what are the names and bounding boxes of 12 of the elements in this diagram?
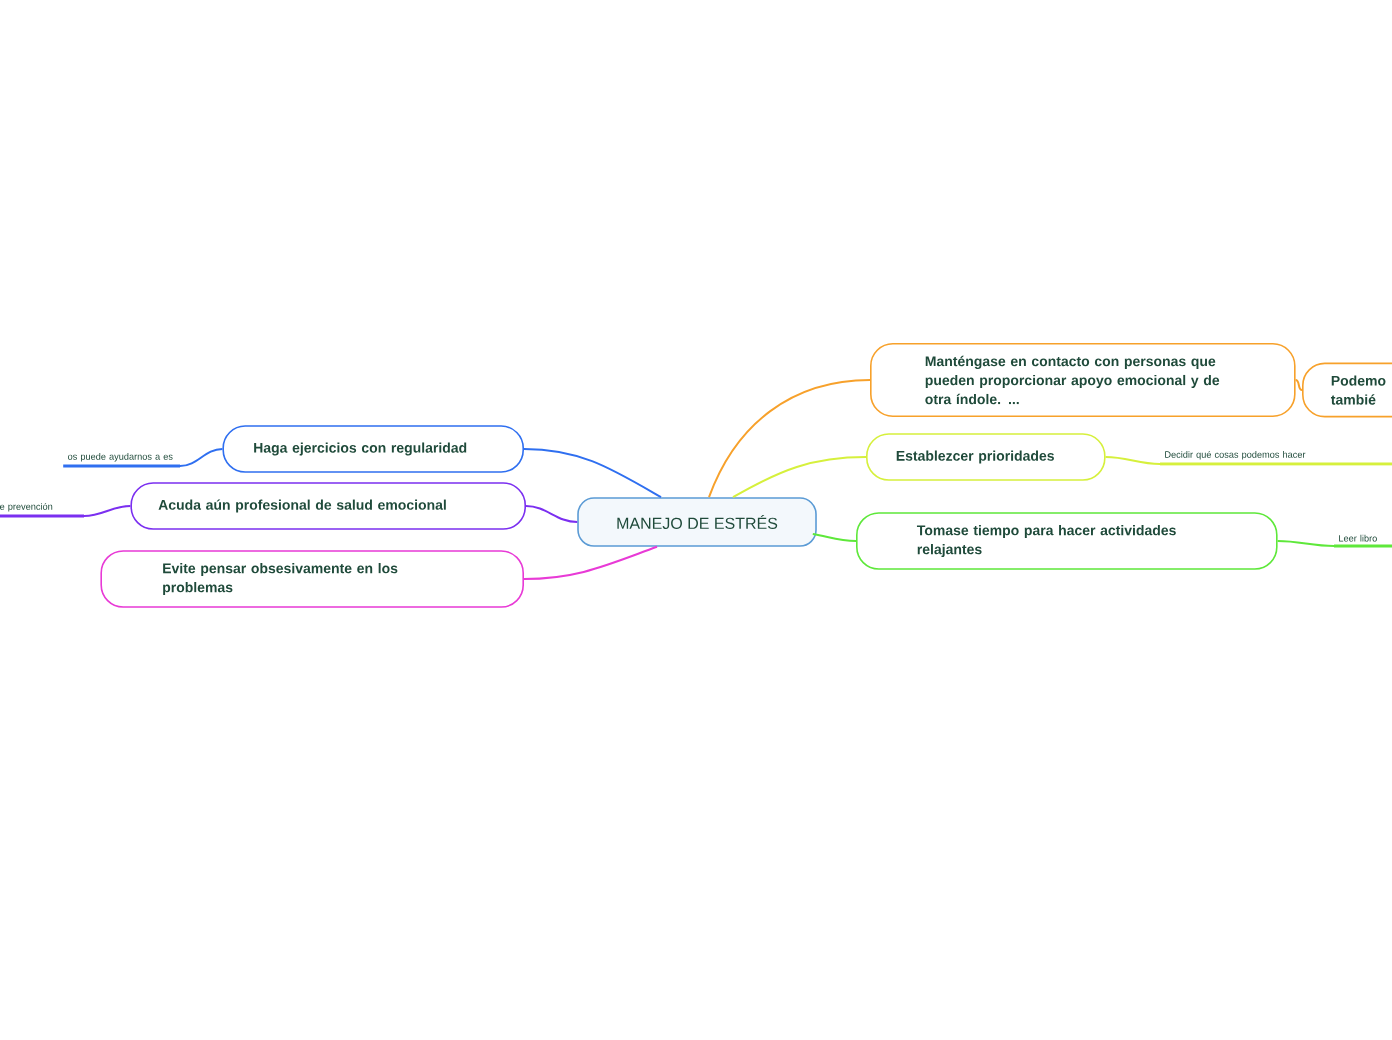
connector: [732, 456, 867, 499]
connector: [179, 448, 224, 467]
connector: [523, 545, 658, 580]
connector: [811, 533, 857, 542]
central-topic-box: MANEJO DE ESTRÉS: [577, 497, 817, 547]
connector: [1276, 540, 1335, 547]
connector: [1104, 456, 1161, 465]
connector: [1294, 379, 1303, 391]
connector: [523, 448, 662, 499]
connector: [83, 505, 132, 517]
connector: [525, 505, 579, 523]
connector: [708, 379, 871, 499]
